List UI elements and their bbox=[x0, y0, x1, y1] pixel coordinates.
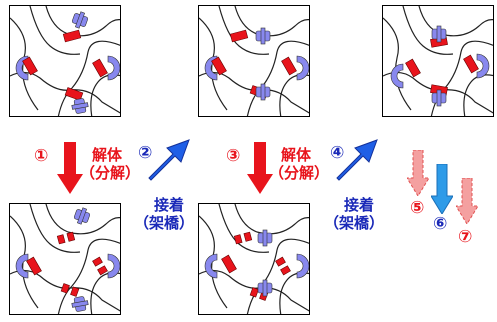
purple-arc bbox=[205, 254, 217, 278]
panel-top-left bbox=[9, 5, 121, 117]
crosslink-text-2: （架橋） bbox=[324, 214, 384, 232]
purple-arc bbox=[391, 64, 403, 88]
bond-text-2: 接着 bbox=[330, 196, 384, 214]
network-diagram-3 bbox=[199, 6, 310, 117]
dissolve-label-1: 解体 （分解） bbox=[88, 146, 140, 182]
purple-arc bbox=[108, 254, 120, 278]
decompose-text-2: （分解） bbox=[269, 164, 329, 182]
step-6-label: ⑥ bbox=[433, 215, 447, 233]
step-2-label: ② bbox=[138, 144, 152, 162]
red-crosslink bbox=[464, 55, 479, 73]
purple-linker bbox=[71, 10, 90, 30]
red-crosslink bbox=[222, 255, 237, 273]
network-diagram-5 bbox=[383, 6, 494, 117]
bond-text-1: 接着 bbox=[140, 196, 194, 214]
purple-arc bbox=[297, 254, 309, 278]
panel-top-right bbox=[382, 5, 494, 117]
purple-linker bbox=[73, 206, 92, 226]
dissolve-text-2: 解体 bbox=[277, 146, 329, 164]
polymer-chain bbox=[199, 216, 227, 308]
polymer-chain bbox=[219, 204, 269, 252]
network-diagram-2 bbox=[10, 204, 121, 315]
red-crosslink bbox=[230, 30, 248, 42]
purple-linker bbox=[71, 98, 89, 115]
cyan-down-arrow-6 bbox=[431, 164, 453, 214]
panel-bottom-middle bbox=[198, 203, 310, 315]
dissolve-label-2: 解体 （分解） bbox=[277, 146, 329, 182]
bond-label-1: 接着 （架橋） bbox=[140, 196, 194, 232]
red-crosslink bbox=[234, 232, 252, 244]
red-crosslink bbox=[282, 57, 297, 75]
red-crosslink bbox=[93, 257, 108, 275]
bond-label-2: 接着 （架橋） bbox=[330, 196, 384, 232]
purple-linker bbox=[71, 296, 89, 313]
red-crosslink bbox=[57, 232, 75, 244]
polymer-chain bbox=[419, 6, 494, 36]
pink-dashed-arrow-7 bbox=[456, 178, 478, 224]
step-3-label: ③ bbox=[226, 147, 240, 165]
purple-linker bbox=[256, 28, 270, 44]
step-7-label: ⑦ bbox=[458, 228, 472, 246]
polymer-chain bbox=[235, 204, 310, 234]
pink-dashed-arrow-5 bbox=[407, 150, 429, 196]
red-crosslink bbox=[63, 30, 81, 42]
decompose-text-1: （分解） bbox=[80, 164, 140, 182]
step-1-label: ① bbox=[34, 147, 48, 165]
purple-arc bbox=[16, 254, 28, 278]
red-crosslink bbox=[65, 88, 83, 101]
crosslink-text-1: （架橋） bbox=[134, 214, 194, 232]
purple-linker bbox=[256, 84, 270, 100]
red-crosslink bbox=[406, 59, 421, 77]
step-4-label: ④ bbox=[330, 144, 344, 162]
step-5-label: ⑤ bbox=[410, 199, 424, 217]
polymer-chain bbox=[30, 6, 80, 54]
purple-arc bbox=[297, 56, 309, 80]
red-crosslink bbox=[93, 59, 108, 77]
red-crosslink bbox=[27, 257, 42, 275]
red-crosslink bbox=[276, 257, 291, 275]
panel-bottom-left bbox=[9, 203, 121, 315]
dissolve-text-1: 解体 bbox=[88, 146, 140, 164]
red-crosslink bbox=[61, 284, 79, 297]
panel-top-middle bbox=[198, 5, 310, 117]
purple-linker bbox=[258, 280, 272, 296]
network-diagram-4 bbox=[199, 204, 310, 315]
network-diagram-1 bbox=[10, 6, 121, 117]
polymer-chain bbox=[30, 204, 80, 252]
purple-arc bbox=[108, 56, 120, 80]
